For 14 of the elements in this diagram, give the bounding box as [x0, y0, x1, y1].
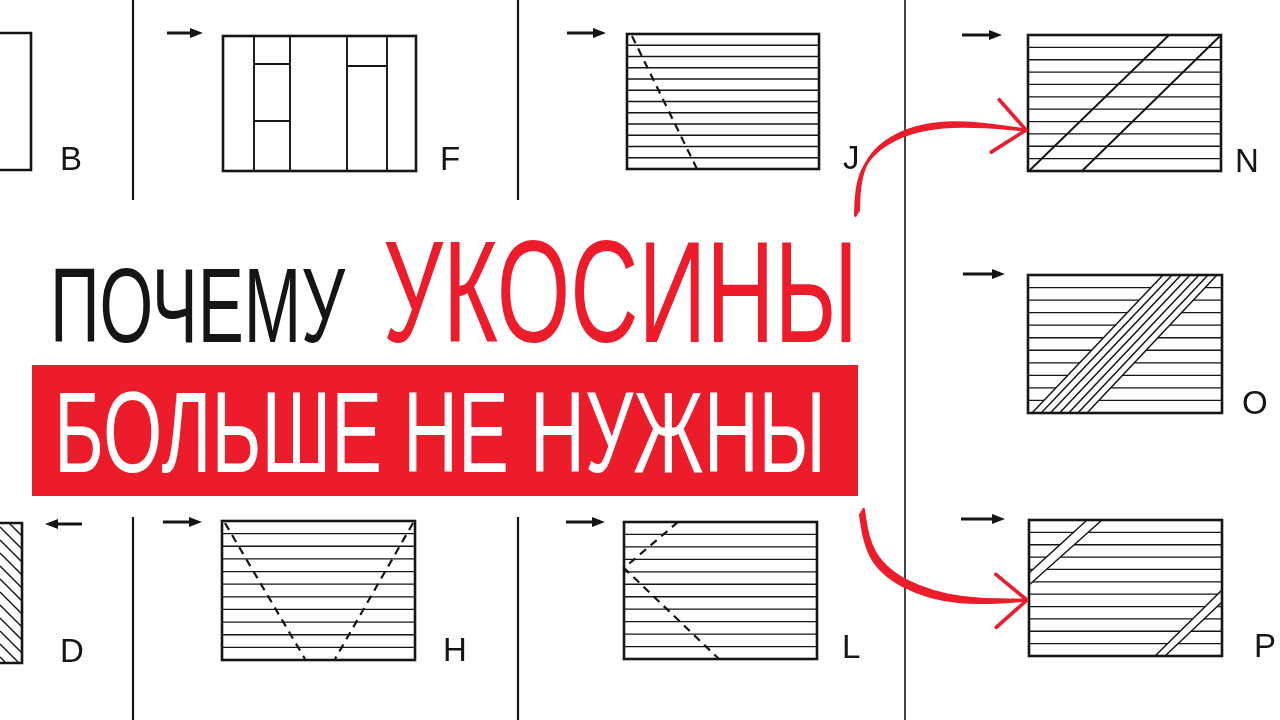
title-banner	[32, 365, 858, 496]
panel-letter: O	[1242, 386, 1268, 419]
panel-letter: H	[443, 633, 467, 666]
panel-letter: B	[60, 142, 82, 175]
banner-text: БОЛЬШЕ НЕ НУЖНЫ	[54, 386, 826, 478]
curved-arrow	[859, 508, 1029, 630]
panel-letter: D	[60, 634, 84, 667]
panel-letter: L	[842, 630, 861, 663]
panel-letter: P	[1254, 629, 1276, 662]
panel-letter: J	[843, 141, 860, 174]
title-text: ПОЧЕМУ УКОСИНЫ	[50, 234, 858, 350]
curved-arrow	[854, 97, 1028, 217]
panel-letter: N	[1235, 144, 1259, 177]
panel-letter: F	[440, 142, 461, 175]
